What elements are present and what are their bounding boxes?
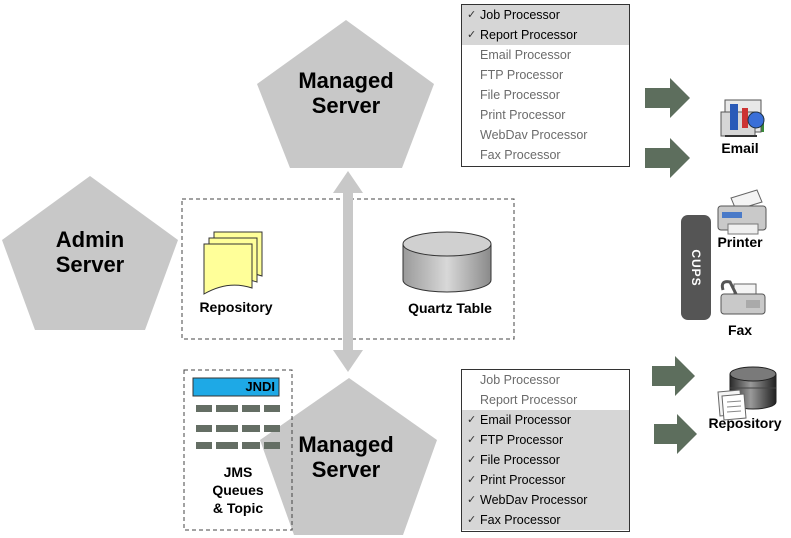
arrow-to-repository-1 (652, 356, 695, 396)
processor-item: ✓Print Processor (462, 470, 629, 490)
cups-label: CUPS (689, 248, 703, 287)
managed-server-bottom-label-line-1: Managed (298, 432, 394, 457)
managed-server-top-label: Managed Server (276, 68, 416, 118)
processor-item: Email Processor (462, 45, 629, 65)
processor-label: Email Processor (480, 48, 571, 62)
processor-item: ✓Email Processor (462, 410, 629, 430)
cups-bar: CUPS (681, 215, 711, 320)
processor-item: ✓Fax Processor (462, 510, 629, 530)
processor-label: File Processor (480, 88, 560, 102)
jms-box (183, 369, 293, 531)
processor-item: Fax Processor (462, 145, 629, 165)
quartz-table-label: Quartz Table (408, 300, 492, 316)
processor-item: ✓File Processor (462, 450, 629, 470)
managed-server-bottom-pentagon (260, 378, 437, 535)
check-icon: ✓ (467, 454, 477, 466)
printer-icon (717, 189, 767, 235)
admin-server-label-line-2: Server (55, 251, 125, 277)
documents-icon (203, 231, 263, 295)
managed-server-top-label-line-2: Server (311, 92, 381, 118)
jndi-header (192, 377, 280, 397)
jms-line-2: Queues (212, 482, 264, 499)
processor-item: ✓Report Processor (462, 25, 629, 45)
processor-label: Report Processor (480, 28, 578, 42)
check-icon: ✓ (467, 514, 477, 526)
processor-item: ✓FTP Processor (462, 430, 629, 450)
jndi-label: JNDI (245, 379, 275, 394)
jms-queue-grid-icon (196, 405, 280, 449)
processor-label: FTP Processor (480, 433, 564, 447)
check-icon: ✓ (467, 474, 477, 486)
processor-item: WebDav Processor (462, 125, 629, 145)
processor-label: WebDav Processor (480, 128, 588, 142)
processor-item: ✓Job Processor (462, 5, 629, 25)
admin-server-label-line-1: Admin (55, 227, 125, 252)
processor-item: Report Processor (462, 390, 629, 410)
admin-server-label: Admin Server (20, 227, 160, 277)
processor-item: File Processor (462, 85, 629, 105)
processor-label: Fax Processor (480, 513, 561, 527)
email-label: Email (721, 140, 759, 156)
processor-label: WebDav Processor (480, 493, 588, 507)
admin-server-pentagon (2, 176, 178, 330)
check-icon: ✓ (467, 494, 477, 506)
arrow-to-email-2 (645, 138, 690, 178)
managed-server-top-pentagon (257, 20, 434, 168)
email-icon (720, 99, 765, 137)
processor-label: Job Processor (480, 8, 560, 22)
check-icon: ✓ (467, 9, 477, 21)
processor-label: File Processor (480, 453, 560, 467)
jms-line-1: JMS (223, 464, 253, 480)
processor-label: Fax Processor (480, 148, 561, 162)
fax-icon (720, 280, 766, 315)
check-icon: ✓ (467, 414, 477, 426)
processor-item: ✓WebDav Processor (462, 490, 629, 510)
double-arrow (333, 171, 363, 372)
processor-label: Print Processor (480, 108, 566, 122)
repository-destination-label: Repository (708, 415, 782, 431)
processor-item: Print Processor (462, 105, 629, 125)
processor-item: Job Processor (462, 370, 629, 390)
repository-label: Repository (199, 299, 273, 315)
jms-line-3: & Topic (212, 500, 264, 517)
managed-server-top-label-line-1: Managed (298, 68, 394, 93)
processor-label: Job Processor (480, 373, 560, 387)
managed-server-bottom-label: Managed Server (276, 432, 416, 482)
processor-label: Email Processor (480, 413, 571, 427)
arrow-to-email-1 (645, 78, 690, 118)
printer-label: Printer (717, 234, 763, 250)
check-icon: ✓ (467, 434, 477, 446)
processor-label: FTP Processor (480, 68, 564, 82)
processor-label: Report Processor (480, 393, 578, 407)
processor-item: FTP Processor (462, 65, 629, 85)
repository-database-icon (717, 366, 777, 421)
managed-server-bottom-label-line-2: Server (311, 456, 381, 482)
quartz-table-cylinder-icon (402, 231, 492, 293)
jms-queues-topic-label: JMS Queues & Topic (186, 463, 290, 518)
arrow-to-repository-2 (654, 414, 697, 454)
check-icon: ✓ (467, 29, 477, 41)
fax-label: Fax (727, 322, 753, 338)
processor-label: Print Processor (480, 473, 566, 487)
